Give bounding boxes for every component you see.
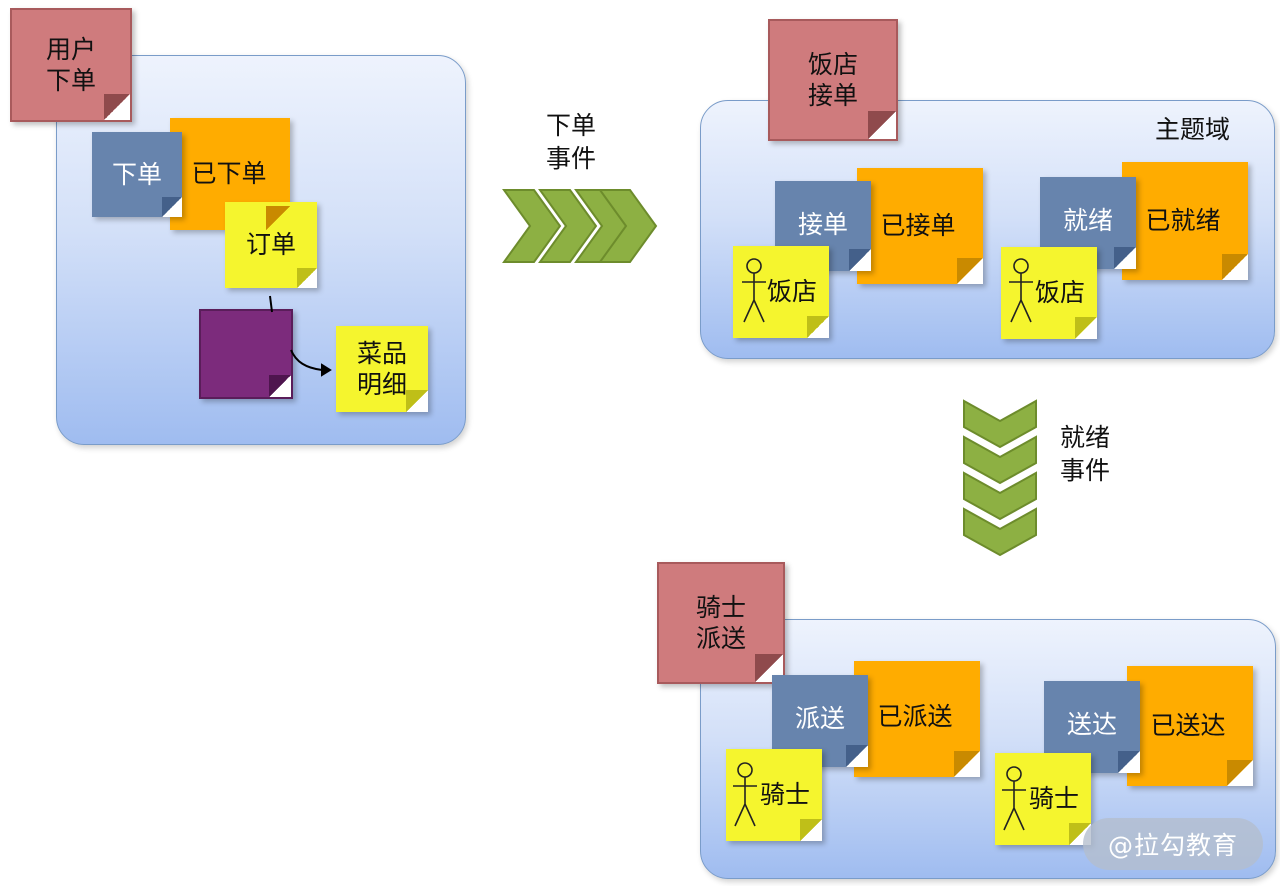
chevron-arrow-right-icon	[502, 189, 658, 263]
sticky-entity-marker	[199, 309, 293, 399]
command-label: 接单	[797, 210, 848, 240]
sticky-actor-rider: 骑士	[726, 749, 822, 841]
entity-line-2: 明细	[356, 370, 407, 399]
sticky-trigger-restaurant-accept: 饭店 接单	[768, 19, 898, 141]
event-label: 已送达	[1150, 711, 1226, 741]
trigger-line-1: 用户	[45, 34, 96, 64]
event-label: 已接单	[880, 211, 956, 241]
aggregate-label: 订单	[245, 230, 296, 260]
actor-label: 饭店	[1034, 278, 1085, 308]
event-label: 已就绪	[1145, 206, 1221, 236]
arrow1-line-1: 下单	[545, 111, 596, 140]
command-label: 派送	[794, 704, 845, 734]
trigger-line-2: 下单	[45, 66, 96, 95]
trigger-line-2: 接单	[807, 81, 858, 110]
event-label: 已下单	[191, 159, 267, 189]
entity-line-1: 菜品	[356, 338, 407, 368]
sticky-trigger-user-order: 用户 下单	[10, 8, 132, 122]
command-label: 下单	[111, 159, 162, 189]
sticky-event-dispatched: 已派送	[854, 661, 980, 777]
watermark-badge: @拉勾教育	[1083, 818, 1263, 870]
sticky-command-order: 下单	[92, 132, 182, 217]
sticky-entity-dish-detail: 菜品 明细	[336, 326, 428, 412]
command-label: 就绪	[1062, 206, 1113, 236]
sticky-event-accepted: 已接单	[857, 168, 983, 284]
trigger-line-1: 骑士	[695, 592, 746, 622]
sticky-event-ready: 已就绪	[1122, 162, 1248, 280]
domain-title: 主题域	[1155, 115, 1231, 144]
arrow-label-order-event: 下单 事件	[541, 110, 601, 175]
sticky-event-delivered: 已送达	[1127, 666, 1253, 786]
arrow2-line-1: 就绪	[1059, 423, 1110, 452]
event-label: 已派送	[877, 702, 953, 732]
arrow-label-ready-event: 就绪 事件	[1055, 422, 1115, 487]
sticky-actor-restaurant-2: 饭店	[1001, 247, 1097, 339]
trigger-line-1: 饭店	[807, 49, 858, 79]
arrow2-line-2: 事件	[1059, 455, 1110, 485]
actor-label: 骑士	[759, 780, 810, 810]
sticky-trigger-rider-deliver: 骑士 派送	[657, 562, 785, 684]
arrow1-line-2: 事件	[545, 143, 596, 173]
actor-label: 饭店	[766, 277, 817, 307]
command-label: 送达	[1066, 710, 1117, 740]
trigger-line-2: 派送	[695, 624, 746, 653]
actor-label: 骑士	[1028, 784, 1079, 814]
sticky-actor-rider-2: 骑士	[995, 753, 1091, 845]
sticky-actor-restaurant: 饭店	[733, 246, 829, 338]
chevron-arrow-down-icon	[963, 399, 1037, 557]
